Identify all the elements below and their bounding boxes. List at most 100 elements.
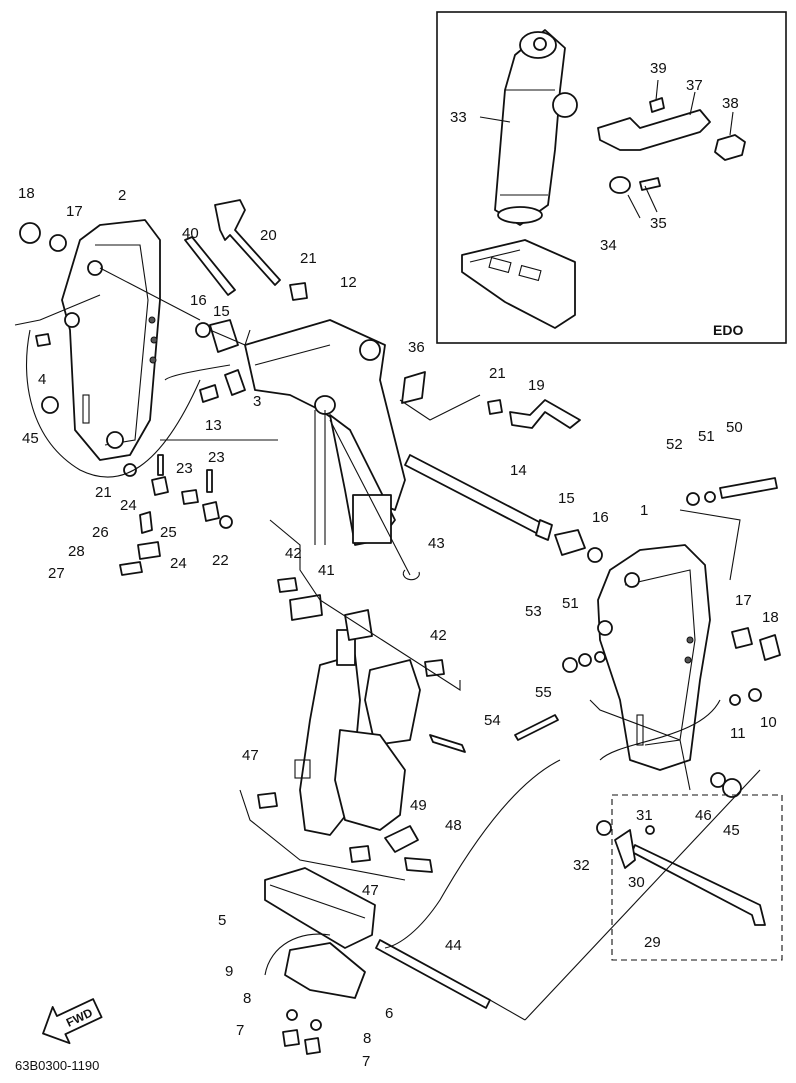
lever-19: [509, 399, 581, 429]
clip-43: [402, 569, 420, 581]
callout-15: 15: [558, 490, 575, 507]
bolt-48: [404, 857, 433, 873]
callout-41: 41: [318, 562, 335, 579]
callout-14: 14: [510, 462, 527, 479]
pin-20: [214, 199, 281, 286]
pin-31: [645, 825, 655, 835]
callout-40: 40: [182, 225, 199, 242]
callout-23: 23: [176, 460, 193, 477]
callout-45: 45: [723, 822, 740, 839]
callout-24: 24: [170, 555, 187, 572]
callout-23: 23: [208, 449, 225, 466]
shaft-44: [375, 939, 491, 1009]
callout-9: 9: [225, 963, 233, 980]
callout-15: 15: [213, 303, 230, 320]
callout-42: 42: [430, 627, 447, 644]
grease-21-top: [289, 282, 308, 301]
callout-38: 38: [722, 95, 739, 112]
callout-22: 22: [212, 552, 229, 569]
clamp-bracket-1: [597, 544, 711, 771]
nut-45-right: [722, 778, 742, 798]
washer-52: [686, 492, 700, 506]
plate-24b: [202, 501, 220, 522]
bushing-47-left: [257, 792, 278, 809]
callout-21: 21: [489, 365, 506, 382]
callout-26: 26: [92, 524, 109, 541]
washer-53b: [578, 653, 592, 667]
bolt-27: [119, 561, 143, 576]
callout-27: 27: [48, 565, 65, 582]
nut-18: [19, 222, 41, 244]
callout-18: 18: [18, 185, 35, 202]
plate-49: [384, 825, 419, 853]
callout-8: 8: [243, 990, 251, 1007]
callout-21: 21: [300, 250, 317, 267]
washer-8-left: [286, 1009, 298, 1021]
bushing-25: [181, 489, 199, 505]
bushing-42-top: [277, 577, 298, 593]
nut-45-left: [41, 396, 59, 414]
bushing-47-bottom: [349, 845, 371, 863]
callout-34: 34: [600, 237, 617, 254]
callout-50: 50: [726, 419, 743, 436]
callout-18: 18: [762, 609, 779, 626]
callout-6: 6: [385, 1005, 393, 1022]
bolt-4: [35, 333, 51, 347]
grease-21-mid: [487, 399, 503, 415]
screw-7-right: [304, 1037, 321, 1055]
callout-2: 2: [118, 187, 126, 204]
washer-11: [729, 694, 741, 706]
clip-28: [137, 541, 161, 560]
callout-53: 53: [525, 603, 542, 620]
callout-10: 10: [760, 714, 777, 731]
inset-block: [461, 239, 576, 329]
callout-19: 19: [528, 377, 545, 394]
washer-8-right: [310, 1019, 322, 1031]
callout-55: 55: [535, 684, 552, 701]
cap-38: [714, 134, 746, 161]
screw-35: [639, 177, 661, 191]
washer-16-left: [195, 322, 211, 338]
nut-53: [562, 657, 578, 673]
washer-51-mid: [594, 651, 606, 663]
callout-39: 39: [650, 60, 667, 77]
bracket-37: [597, 109, 711, 151]
callout-16: 16: [190, 292, 207, 309]
lever-30: [614, 829, 636, 869]
base-5: [264, 867, 376, 949]
washer-51-top: [704, 491, 716, 503]
callout-49: 49: [410, 797, 427, 814]
callout-25: 25: [160, 524, 177, 541]
callout-21: 21: [95, 484, 112, 501]
nut-17-right: [731, 627, 753, 649]
swivel-bracket-12: [244, 319, 406, 546]
screw-7-left: [282, 1029, 300, 1047]
callout-20: 20: [260, 227, 277, 244]
callout-42: 42: [285, 545, 302, 562]
callout-52: 52: [666, 436, 683, 453]
bolt-10: [748, 688, 762, 702]
collar-34: [609, 176, 631, 194]
washer-46: [710, 772, 726, 788]
spring-26: [139, 511, 153, 534]
callout-8: 8: [363, 1030, 371, 1047]
callout-46: 46: [695, 807, 712, 824]
callout-7: 7: [236, 1022, 244, 1039]
tilt-rod-41: [289, 594, 323, 621]
callout-labels: 1234567788910111213141515161617171818192…: [18, 60, 779, 1070]
plate-24a: [151, 476, 169, 496]
callout-12: 12: [340, 274, 357, 291]
callout-54: 54: [484, 712, 501, 729]
clamp-bracket-2: [61, 219, 161, 461]
manual-valve-group: [596, 794, 783, 961]
bushing-15-right: [554, 529, 586, 556]
callout-32: 32: [573, 857, 590, 874]
callout-24: 24: [120, 497, 137, 514]
cap-18-right: [759, 634, 781, 661]
bolt-39: [649, 97, 665, 113]
callout-29: 29: [644, 934, 661, 951]
callout-48: 48: [445, 817, 462, 834]
washer-22: [219, 515, 233, 529]
callout-44: 44: [445, 937, 462, 954]
clamp-6: [264, 933, 366, 999]
